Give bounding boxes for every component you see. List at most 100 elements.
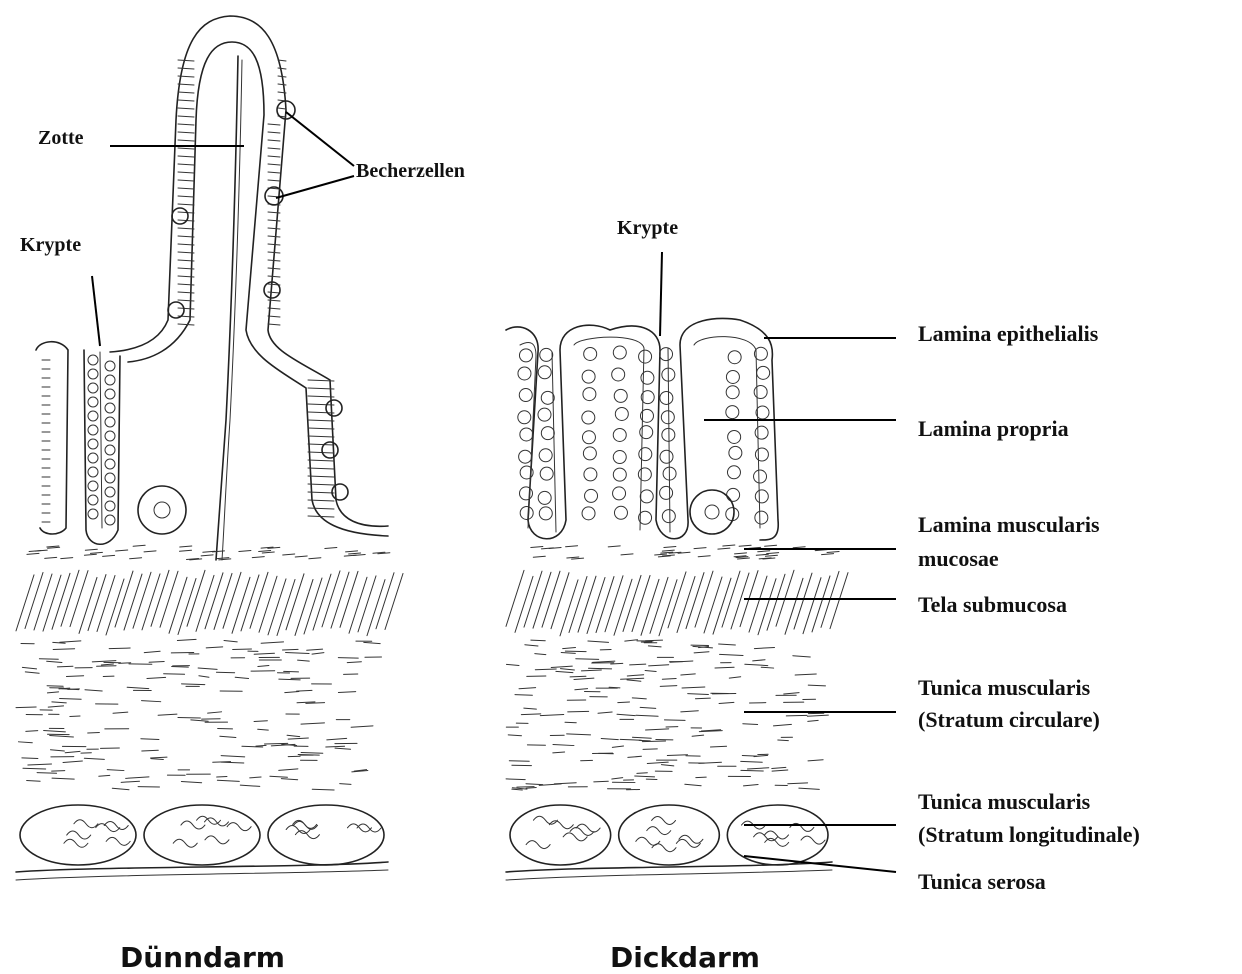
- submucosa-fiber: [97, 576, 115, 632]
- circular-muscle-fiber: [127, 687, 149, 688]
- circular-muscle-fiber: [286, 653, 310, 654]
- circular-muscle-fiber: [747, 768, 768, 769]
- submucosa-fiber: [623, 575, 641, 631]
- circular-muscle-fiber: [745, 664, 768, 665]
- epithelial-cell-wall: [308, 404, 334, 405]
- crypt-cell-nucleus: [105, 375, 115, 385]
- colon-goblet-cell: [519, 349, 532, 362]
- colon-goblet-cell: [583, 447, 596, 460]
- circular-muscle-fiber: [784, 693, 799, 694]
- submucosa-fiber: [614, 579, 632, 635]
- circular-muscle-fiber: [250, 777, 261, 778]
- colon-goblet-cell: [755, 426, 768, 439]
- circular-muscle-fiber: [144, 651, 160, 652]
- muscularis-mucosae-stroke: [739, 545, 751, 546]
- colon-goblet-cell: [582, 370, 595, 383]
- submucosa-fiber: [196, 575, 214, 631]
- crypt-cell-nucleus: [88, 383, 98, 393]
- epithelial-cell-wall: [268, 124, 280, 125]
- circular-muscle-fiber: [23, 768, 46, 769]
- submucosa-fiber: [794, 573, 812, 629]
- circular-muscle-fiber: [627, 680, 641, 681]
- submucosa-fiber: [205, 573, 223, 629]
- circular-muscle-fiber: [50, 736, 74, 737]
- villus-outline: [110, 16, 388, 526]
- circular-muscle-fiber: [778, 740, 789, 741]
- circular-muscle-fiber: [551, 666, 572, 667]
- submucosa-fiber: [340, 571, 358, 627]
- submucosa-fiber: [70, 571, 88, 627]
- circular-muscle-fiber: [279, 679, 300, 680]
- submucosa-fiber: [632, 576, 650, 632]
- colon-goblet-cell: [756, 406, 769, 419]
- colon-goblet-cell: [727, 466, 740, 479]
- circular-muscle-fiber: [224, 641, 237, 642]
- circular-muscle-fiber: [570, 676, 586, 677]
- muscularis-mucosae-stroke: [48, 547, 60, 548]
- epithelial-cell-wall: [178, 124, 194, 125]
- muscularis-mucosae-stroke: [608, 546, 620, 547]
- submucosa-fiber: [25, 573, 43, 629]
- muscularis-mucosae-stroke: [566, 546, 578, 547]
- crypt-cell-nucleus: [88, 467, 98, 477]
- circular-muscle-fiber: [630, 664, 646, 665]
- muscularis-mucosae-stroke: [822, 554, 834, 555]
- circular-muscle-fiber: [681, 674, 695, 675]
- circular-muscle-fiber: [563, 648, 576, 649]
- circular-muscle-fiber: [772, 767, 786, 768]
- submucosa-fiber: [749, 576, 767, 632]
- muscularis-mucosae-stroke: [655, 554, 667, 555]
- muscle-bundle-texture: [652, 844, 676, 852]
- submucosa-fiber: [641, 579, 659, 635]
- muscularis-mucosae-stroke: [533, 556, 545, 557]
- epithelial-cell-wall: [178, 60, 194, 61]
- circular-muscle-fiber: [695, 698, 710, 699]
- colon-goblet-cell: [755, 511, 768, 524]
- circular-muscle-fiber: [101, 664, 113, 665]
- epithelial-cell-wall: [268, 324, 280, 325]
- epithelial-cell-wall: [178, 148, 194, 149]
- colon-goblet-cell: [754, 470, 767, 483]
- circular-muscle-fiber: [206, 647, 222, 648]
- label-tunica-longitudinale-line2: (Stratum longitudinale): [918, 822, 1140, 847]
- longitudinal-muscle-bundle: [144, 805, 260, 865]
- submucosa-fiber: [767, 574, 785, 630]
- colon-goblet-cell: [519, 487, 532, 500]
- muscle-bundle-texture: [576, 824, 600, 832]
- submucosa-fiber: [524, 571, 542, 627]
- colon-goblet-cell: [639, 350, 652, 363]
- circular-muscle-fiber: [141, 739, 159, 740]
- circular-muscle-fiber: [47, 661, 62, 662]
- muscularis-mucosae-stroke: [572, 558, 584, 559]
- epithelial-cell-wall: [178, 108, 194, 109]
- circular-muscle-fiber: [743, 724, 758, 725]
- serosa-line: [506, 862, 832, 872]
- muscularis-mucosae-stroke: [283, 554, 295, 555]
- central-lacteal-2: [222, 60, 242, 560]
- circular-muscle-fiber: [639, 740, 650, 741]
- circular-muscle-fiber: [47, 692, 58, 693]
- submucosa-fiber: [758, 579, 776, 635]
- circular-muscle-fiber: [242, 746, 263, 747]
- longitudinal-muscle-bundle: [727, 805, 828, 865]
- longitudinal-muscle-bundle: [619, 805, 720, 865]
- submucosa-fiber: [506, 570, 524, 626]
- circular-muscle-fiber: [52, 702, 66, 703]
- circular-muscle-fiber: [743, 784, 758, 785]
- circular-muscle-fiber: [710, 746, 726, 747]
- submucosa-fiber: [223, 572, 241, 628]
- crypt-cell-nucleus: [105, 361, 115, 371]
- circular-muscle-fiber: [773, 724, 791, 725]
- epithelial-cell-wall: [268, 172, 280, 173]
- colon-goblet-cell: [539, 449, 552, 462]
- circular-muscle-fiber: [198, 668, 217, 669]
- label-tunica-circulare-line1: Tunica muscularis: [918, 675, 1091, 700]
- crypt-cell-nucleus: [105, 473, 115, 483]
- muscularis-mucosae-stroke: [737, 558, 749, 559]
- circular-muscle-fiber: [264, 743, 287, 744]
- crypt-cell-nucleus: [105, 445, 115, 455]
- villus-inner: [128, 42, 388, 536]
- circular-muscle-fiber: [598, 712, 612, 713]
- circular-muscle-fiber: [99, 775, 110, 776]
- circular-muscle-fiber: [761, 667, 773, 668]
